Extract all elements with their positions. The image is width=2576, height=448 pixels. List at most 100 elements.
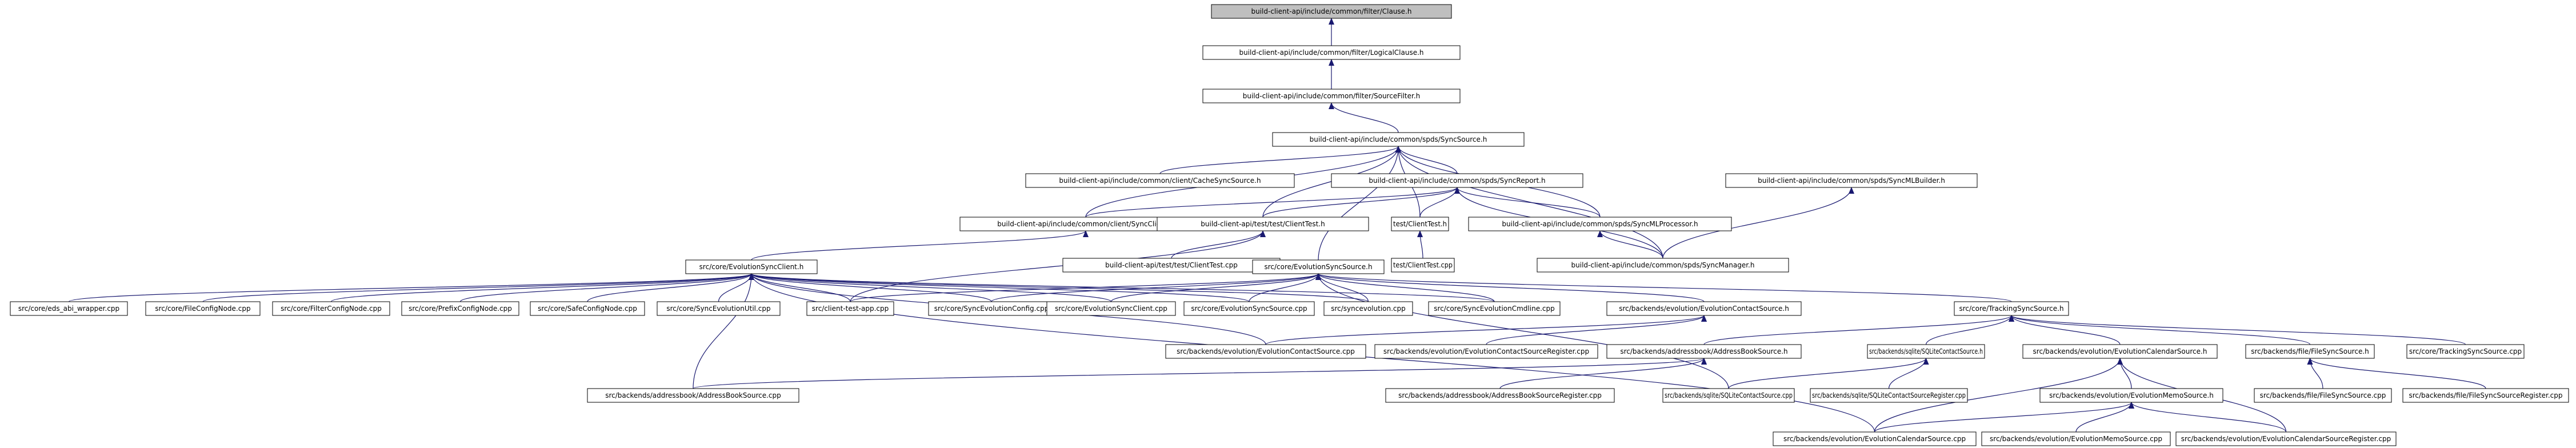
node-evolutioncalendarsource-cpp[interactable]: src/backends/evolution/EvolutionCalendar… [1773, 431, 1977, 446]
node-syncevolutioncmdline-cpp[interactable]: src/core/SyncEvolutionCmdline.cpp [1428, 301, 1561, 316]
node-label: src/core/SyncEvolutionCmdline.cpp [1434, 305, 1554, 313]
node-syncsource-h[interactable]: build-client-api/include/common/spds/Syn… [1272, 132, 1525, 147]
node-box [2039, 388, 2223, 403]
node-addressbooksource-h[interactable]: src/backends/addressbook/AddressBookSour… [1606, 344, 1802, 359]
node-prefixconfignode-cpp[interactable]: src/core/PrefixConfigNode.cpp [401, 301, 519, 316]
node-label: test/ClientTest.cpp [1393, 261, 1453, 269]
node-syncevolutionconfig-cpp[interactable]: src/core/SyncEvolutionConfig.cpp [928, 301, 1055, 316]
edge-evolutionsyncclient-cpp-to-evolutionsyncsource-h [1110, 273, 1321, 302]
node-logicalclause-h[interactable]: build-client-api/include/common/filter/L… [1202, 45, 1461, 60]
edge-syncmanager-h-to-syncmlprocessor-h [1597, 230, 1663, 259]
node-box [1202, 89, 1461, 103]
node-client-test-app-cpp[interactable]: src/client-test-app.cpp [806, 301, 894, 316]
node-box [1773, 431, 1977, 446]
node-evolutioncontactsourceregister-cpp[interactable]: src/backends/evolution/EvolutionContactS… [1374, 344, 1598, 359]
node-trackingsyncsource-cpp[interactable]: src/core/TrackingSyncSource.cpp [2406, 344, 2525, 359]
edge-fileconfignode-cpp-to-evolutionsyncclient-h [202, 273, 754, 302]
edge-addressbooksourceregister-cpp-to-addressbooksource-h [1499, 358, 1707, 389]
node-evolutionsyncclient-cpp[interactable]: src/core/EvolutionSyncClient.cpp [1046, 301, 1176, 316]
node-syncmanager-h[interactable]: build-client-api/include/common/spds/Syn… [1537, 258, 1789, 273]
node-evolutionmemosource-cpp[interactable]: src/backends/evolution/EvolutionMemoSour… [1981, 431, 2171, 446]
node-evolutionsyncclient-h[interactable]: src/core/EvolutionSyncClient.h [685, 259, 818, 274]
node-filterconfignode-cpp[interactable]: src/core/FilterConfigNode.cpp [272, 301, 390, 316]
node-syncreport-h[interactable]: build-client-api/include/common/spds/Syn… [1331, 173, 1583, 188]
node-fileconfignode-cpp[interactable]: src/core/FileConfigNode.cpp [145, 301, 261, 316]
edge-trackingsyncsource-cpp-to-trackingsyncsource-h [2009, 315, 2466, 345]
node-cachesyncsource-h[interactable]: build-client-api/include/common/client/C… [1025, 173, 1295, 188]
node-clienttest-h[interactable]: build-client-api/test/test/ClientTest.h [1157, 217, 1369, 231]
node-syncevolutionutil-cpp[interactable]: src/core/SyncEvolutionUtil.cpp [657, 301, 781, 316]
node-test-clienttest-cpp[interactable]: test/ClientTest.cpp [1391, 258, 1455, 273]
node-addressbooksource-cpp[interactable]: src/backends/addressbook/AddressBookSour… [587, 388, 799, 403]
node-label: src/backends/evolution/EvolutionCalendar… [2181, 435, 2391, 443]
node-sqlitecontactsourceregister-cpp[interactable]: src/backends/sqlite/SQLiteContactSourceR… [1810, 388, 1968, 403]
node-box [1157, 217, 1369, 231]
node-label: src/backends/evolution/EvolutionContactS… [1177, 347, 1355, 355]
node-filesyncsourceregister-cpp[interactable]: src/backends/file/FileSyncSourceRegister… [2402, 388, 2569, 403]
node-label: src/backends/evolution/EvolutionContactS… [1383, 347, 1589, 355]
node-syncmlbuilder-h[interactable]: build-client-api/include/common/spds/Syn… [1725, 173, 1978, 188]
node-box [1272, 132, 1525, 147]
node-box [1331, 173, 1583, 188]
node-box [657, 301, 781, 316]
edge-addressbooksource-h-to-trackingsyncsource-h [1703, 315, 2014, 345]
edge-evolutioncalendarsource-h-to-trackingsyncsource-h [2009, 315, 2121, 345]
node-box [1810, 388, 1968, 403]
node-evolutioncontactsource-h[interactable]: src/backends/evolution/EvolutionContactS… [1606, 301, 1802, 316]
node-evolutionsyncsource-h[interactable]: src/core/EvolutionSyncSource.h [1252, 259, 1385, 274]
node-label: build-client-api/include/common/spds/Syn… [1310, 135, 1487, 143]
edge-addressbooksource-cpp-to-addressbooksource-h [693, 358, 1707, 389]
node-syncevolution-cpp[interactable]: src/syncevolution.cpp [1323, 301, 1413, 316]
edge-evolutionmemosource-h-to-evolutioncalendarsource-h [2117, 358, 2132, 389]
node-label: src/backends/evolution/EvolutionCalendar… [2033, 347, 2207, 355]
node-box [1606, 344, 1802, 359]
node-safeconfignode-cpp[interactable]: src/core/SafeConfigNode.cpp [530, 301, 645, 316]
node-evolutionsyncsource-cpp[interactable]: src/core/EvolutionSyncSource.cpp [1183, 301, 1315, 316]
node-label: build-client-api/test/test/ClientTest.h [1201, 220, 1325, 228]
node-label: src/backends/addressbook/AddressBookSour… [605, 391, 781, 399]
node-label: build-client-api/include/common/spds/Syn… [1571, 261, 1755, 269]
nodes-layer: build-client-api/include/common/filter/C… [10, 4, 2569, 446]
node-label: src/core/SafeConfigNode.cpp [538, 305, 637, 313]
node-eds-abi-wrapper-cpp[interactable]: src/core/eds_abi_wrapper.cpp [10, 301, 128, 316]
node-evolutioncalendarsourceregister-cpp[interactable]: src/backends/evolution/EvolutionCalendar… [2175, 431, 2397, 446]
node-evolutionmemosource-h[interactable]: src/backends/evolution/EvolutionMemoSour… [2039, 388, 2223, 403]
edge-syncmlprocessor-h-to-syncreport-h [1454, 187, 1601, 218]
edge-syncreport-h-to-syncsource-h [1395, 146, 1458, 174]
node-clienttest-cpp-b[interactable]: build-client-api/test/test/ClientTest.cp… [1062, 258, 1281, 273]
node-evolutioncontactsource-cpp[interactable]: src/backends/evolution/EvolutionContactS… [1165, 344, 1366, 359]
node-trackingsyncsource-h[interactable]: src/core/TrackingSyncSource.h [1954, 301, 2069, 316]
node-box [1391, 258, 1455, 273]
edge-syncevolutioncmdline-cpp-to-evolutionsyncsource-h [1315, 273, 1495, 302]
node-box [1468, 217, 1732, 231]
node-filesyncsource-h[interactable]: src/backends/file/FileSyncSource.h [2245, 344, 2375, 359]
edge-client-test-app-cpp-to-evolutionsyncclient-h [749, 273, 851, 302]
node-label: src/backends/addressbook/AddressBookSour… [1620, 347, 1787, 355]
node-box [1662, 388, 1795, 403]
node-addressbooksourceregister-cpp[interactable]: src/backends/addressbook/AddressBookSour… [1385, 388, 1615, 403]
edge-syncclient-h-to-syncreport-h [1085, 187, 1460, 218]
edge-sqlitecontactsourceregister-cpp-to-sqlitecontactsource-h [1888, 358, 1929, 389]
node-filesyncsource-cpp[interactable]: src/backends/file/FileSyncSource.cpp [2254, 388, 2392, 403]
node-syncmlprocessor-h[interactable]: build-client-api/include/common/spds/Syn… [1468, 217, 1732, 231]
edge-sqlitecontactsource-h-to-trackingsyncsource-h [1925, 315, 2014, 345]
edge-syncevolutionconfig-cpp-to-evolutionsyncsource-h [991, 273, 1321, 302]
node-box [1183, 301, 1315, 316]
node-sqlitecontactsource-h[interactable]: src/backends/sqlite/SQLiteContactSource.… [1867, 344, 1985, 359]
node-box [1385, 388, 1615, 403]
node-box [2406, 344, 2525, 359]
node-test-clienttest-h[interactable]: test/ClientTest.h [1391, 217, 1449, 231]
node-sqlitecontactsource-cpp[interactable]: src/backends/sqlite/SQLiteContactSource.… [1662, 388, 1795, 403]
node-sourcefilter-h[interactable]: build-client-api/include/common/filter/S… [1202, 89, 1461, 103]
node-box [1725, 173, 1978, 188]
node-evolutioncalendarsource-h[interactable]: src/backends/evolution/EvolutionCalendar… [2022, 344, 2218, 359]
edge-addressbooksource-cpp-to-evolutionsyncclient-h [693, 273, 754, 389]
node-box [145, 301, 261, 316]
edge-evolutioncontactsource-cpp-to-evolutioncontactsource-h [1265, 315, 1707, 345]
node-label: src/core/eds_abi_wrapper.cpp [18, 305, 119, 313]
node-box [2402, 388, 2569, 403]
edge-evolutionsyncsource-h-to-syncsource-h [1318, 146, 1401, 261]
node-label: src/backends/file/FileSyncSourceRegister… [2409, 391, 2562, 399]
node-label: build-client-api/include/common/filter/S… [1243, 92, 1421, 100]
node-label: src/core/EvolutionSyncSource.cpp [1191, 305, 1307, 313]
